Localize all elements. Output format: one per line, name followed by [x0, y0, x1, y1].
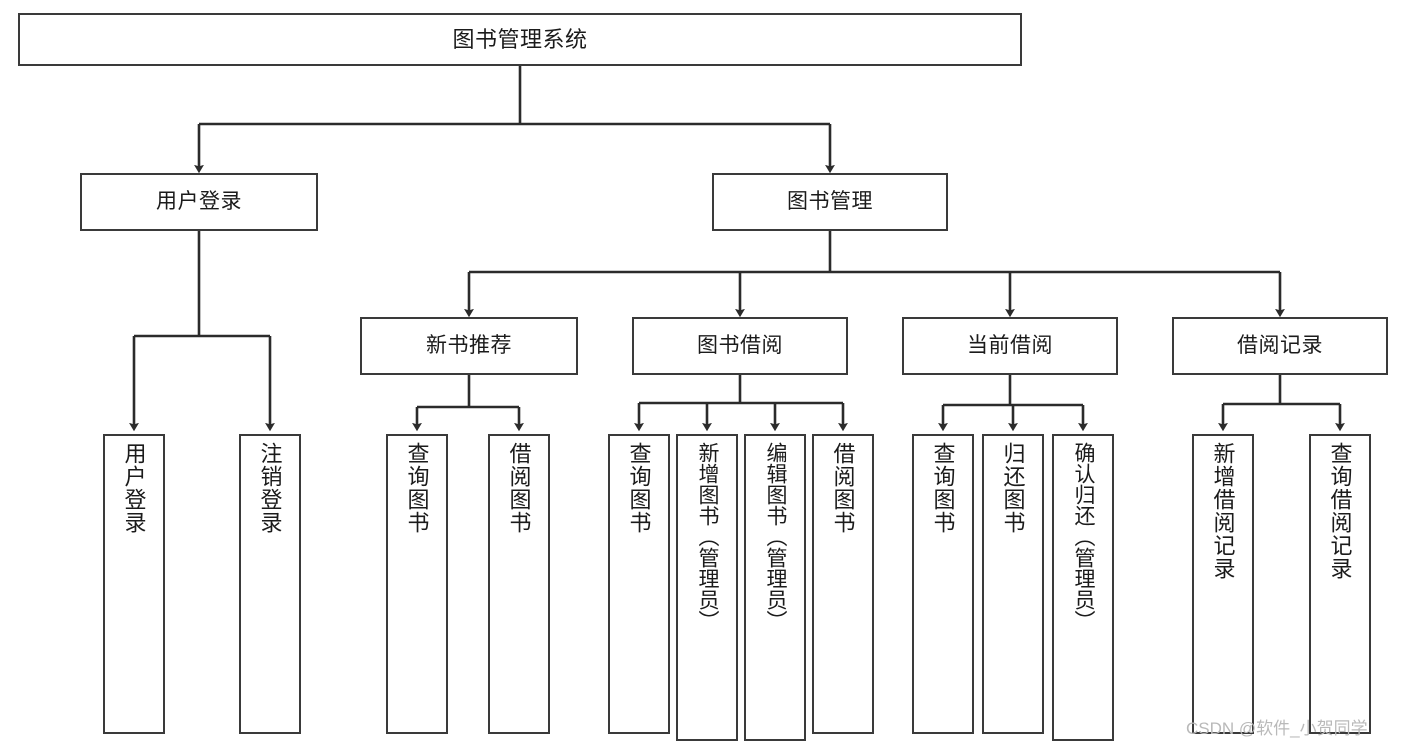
node-leaf-query-book-3[interactable]: 查询图书: [912, 434, 974, 734]
node-current-borrow[interactable]: 当前借阅: [902, 317, 1118, 375]
node-label: 注销登录: [257, 442, 283, 534]
node-label: 图书管理系统: [452, 26, 588, 52]
node-new-book-recommend[interactable]: 新书推荐: [360, 317, 578, 375]
node-label: 用户登录: [121, 442, 147, 534]
node-label: 归还图书: [1000, 442, 1026, 534]
node-label: 查询图书: [626, 442, 652, 534]
node-leaf-query-record[interactable]: 查询借阅记录: [1309, 434, 1371, 734]
node-leaf-borrow-book-1[interactable]: 借阅图书: [488, 434, 550, 734]
node-label: 用户登录: [156, 189, 242, 213]
node-label: 查询借阅记录: [1327, 442, 1353, 580]
node-leaf-return-book[interactable]: 归还图书: [982, 434, 1044, 734]
node-book-manage[interactable]: 图书管理: [712, 173, 948, 231]
node-label: 当前借阅: [967, 333, 1053, 357]
node-label: 新增图书（管理员）: [696, 442, 720, 631]
node-leaf-query-book-1[interactable]: 查询图书: [386, 434, 448, 734]
node-leaf-add-book[interactable]: 新增图书（管理员）: [676, 434, 738, 741]
node-label: 确认归还（管理员）: [1072, 442, 1096, 631]
node-label: 查询图书: [404, 442, 430, 534]
node-system-root[interactable]: 图书管理系统: [18, 13, 1022, 66]
node-label: 新书推荐: [426, 333, 512, 357]
node-label: 图书借阅: [697, 333, 783, 357]
node-label: 编辑图书（管理员）: [764, 442, 788, 631]
node-label: 查询图书: [930, 442, 956, 534]
node-label: 新增借阅记录: [1210, 442, 1236, 580]
node-leaf-borrow-book-2[interactable]: 借阅图书: [812, 434, 874, 734]
node-leaf-logout[interactable]: 注销登录: [239, 434, 301, 734]
csdn-watermark: CSDN @软件_小贺同学: [1186, 719, 1368, 738]
node-label: 借阅图书: [506, 442, 532, 534]
node-label: 借阅图书: [830, 442, 856, 534]
node-leaf-add-record[interactable]: 新增借阅记录: [1192, 434, 1254, 734]
node-borrow-record[interactable]: 借阅记录: [1172, 317, 1388, 375]
node-book-borrow[interactable]: 图书借阅: [632, 317, 848, 375]
node-leaf-confirm-return[interactable]: 确认归还（管理员）: [1052, 434, 1114, 741]
node-leaf-user-login[interactable]: 用户登录: [103, 434, 165, 734]
node-label: 图书管理: [787, 189, 873, 213]
node-label: 借阅记录: [1237, 333, 1323, 357]
node-leaf-query-book-2[interactable]: 查询图书: [608, 434, 670, 734]
node-leaf-edit-book[interactable]: 编辑图书（管理员）: [744, 434, 806, 741]
node-user-login[interactable]: 用户登录: [80, 173, 318, 231]
